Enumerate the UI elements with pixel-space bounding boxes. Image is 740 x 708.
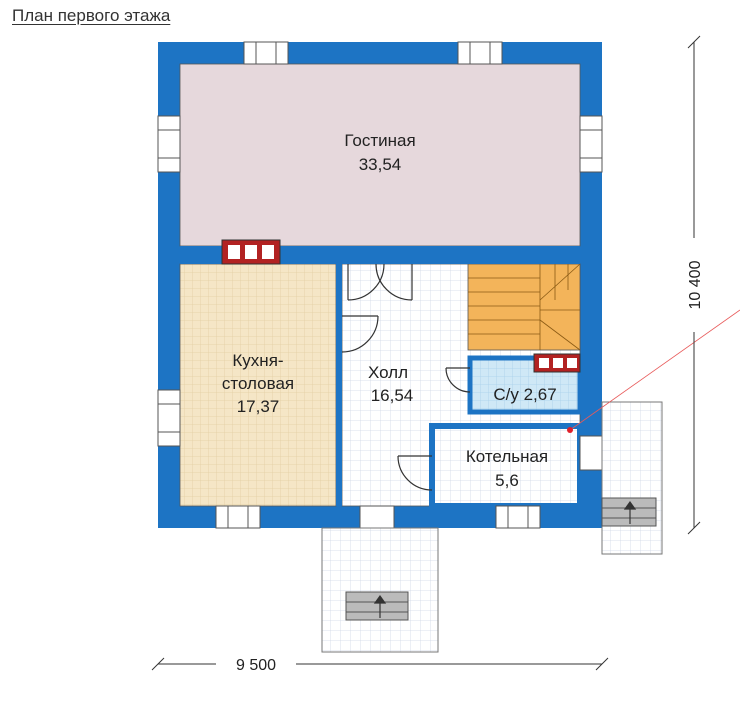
living-room-area: 33,54: [359, 155, 402, 174]
plan-title: План первого этажа: [12, 6, 171, 25]
kitchen-name-line2: столовая: [222, 374, 294, 393]
chimney-icon: [221, 239, 281, 265]
stair-arrow-icon: [623, 500, 637, 524]
staircase: [467, 263, 581, 351]
kitchen-area: 17,37: [237, 397, 280, 416]
front-porch: [321, 527, 439, 653]
window-icon: [157, 41, 603, 529]
stair-arrow-icon: [373, 594, 387, 618]
kitchen-name-line1: Кухня-: [232, 351, 283, 370]
boiler-room: [429, 423, 583, 509]
height-dimension: [687, 35, 701, 535]
boiler-area: 5,6: [495, 471, 519, 490]
width-dimension: [151, 657, 609, 671]
side-porch: [601, 401, 663, 555]
boiler-name: Котельная: [466, 447, 548, 466]
hall-area: 16,54: [371, 386, 414, 405]
bathroom-room: [467, 355, 583, 415]
bathroom-label: С/у 2,67: [493, 385, 556, 404]
living-room: [179, 63, 581, 247]
height-dimension-label: 10 400: [687, 260, 704, 309]
chimney-icon: [533, 353, 581, 373]
living-room-name: Гостиная: [344, 131, 415, 150]
width-dimension-label: 9 500: [236, 657, 276, 674]
section-line: [569, 309, 740, 431]
hall-name: Холл: [368, 363, 408, 382]
